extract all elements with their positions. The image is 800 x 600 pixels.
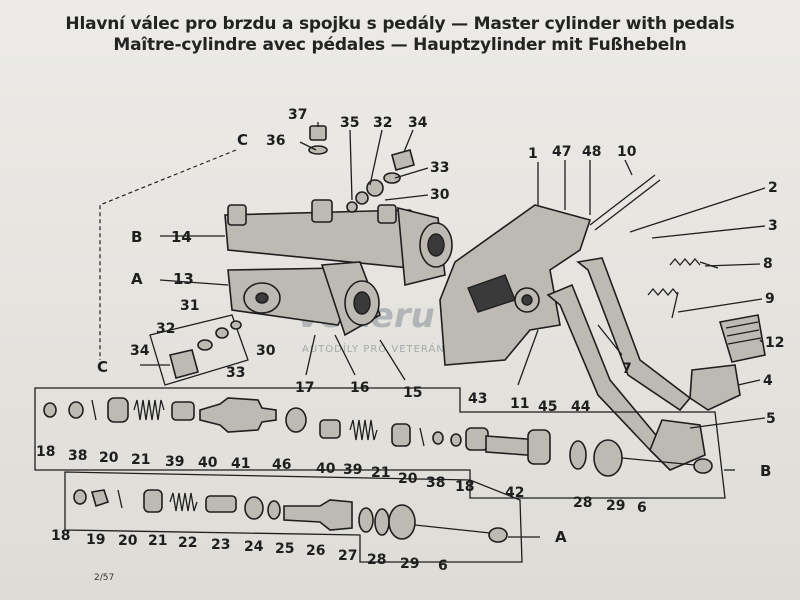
callout: 39 (343, 462, 362, 478)
callout: 29 (606, 498, 625, 514)
callout: 18 (36, 444, 55, 460)
watermark-tagline: AUTODÍLY PRO VETERÁNY (302, 342, 452, 355)
callout: 43 (468, 391, 487, 407)
c-group-parts (149, 314, 249, 386)
callout: 20 (118, 533, 138, 549)
callout: 38 (68, 448, 87, 464)
callout: 18 (455, 479, 474, 495)
callout: 10 (617, 144, 637, 160)
return-springs (647, 257, 719, 319)
title-line-2: Maître-cylindre avec pédales — Hauptzyli… (113, 35, 687, 55)
label-c-top: C (237, 131, 248, 149)
label-a-top: A (131, 270, 143, 288)
row-b-tray (34, 387, 726, 499)
callout: 18 (51, 528, 70, 544)
callout: 21 (131, 452, 150, 468)
callout: 48 (582, 144, 601, 160)
upper-small-parts (308, 125, 415, 213)
callout: 40 (316, 461, 336, 477)
row-b-callouts: 18 38 20 21 39 40 41 46 40 39 21 20 38 1… (36, 391, 647, 516)
callout: 46 (272, 457, 291, 473)
callout: 30 (256, 343, 276, 359)
callout: 40 (198, 455, 218, 471)
callout: 6 (637, 500, 647, 516)
pedal-bracket (439, 174, 661, 366)
callout: 9 (765, 291, 775, 307)
callout: 25 (275, 541, 294, 557)
callout: 22 (178, 535, 197, 551)
row-a-callouts: 18 19 20 21 22 23 24 25 26 27 28 29 6 (51, 528, 448, 574)
callout: 7 (622, 361, 632, 377)
callout: 37 (288, 107, 307, 123)
callout: 34 (408, 115, 428, 131)
callout: 32 (373, 115, 392, 131)
callout: 30 (430, 187, 450, 203)
callout: 32 (156, 321, 175, 337)
callout: 20 (398, 471, 418, 487)
callout: 39 (165, 454, 184, 470)
clutch-pedal (546, 283, 706, 471)
callout: 29 (400, 556, 419, 572)
label-a-top-num: 13 (173, 270, 194, 288)
leader-lines (140, 122, 766, 538)
callout: 4 (763, 373, 773, 389)
callout: 19 (86, 532, 105, 548)
callout: 21 (371, 465, 390, 481)
callout: 27 (338, 548, 357, 564)
callout: 6 (438, 558, 448, 574)
title-line-1: Hlavní válec pro brzdu a spojku s pedály… (65, 14, 735, 34)
callout: 33 (430, 160, 449, 176)
callout: 45 (538, 399, 557, 415)
callout: 1 (528, 146, 538, 162)
callout: 15 (403, 385, 422, 401)
row-b-parts (43, 397, 713, 477)
label-b-right: B (760, 462, 771, 480)
corner-mark: 2/57 (94, 573, 114, 583)
callout: 36 (266, 133, 285, 149)
callout: 3 (768, 218, 778, 234)
callout: 33 (226, 365, 245, 381)
callout: 21 (148, 533, 167, 549)
callout: 24 (244, 539, 264, 555)
upper-callouts: 37 36 35 32 34 33 30 1 47 48 10 2 3 8 9 … (130, 107, 784, 427)
brake-pedal (576, 257, 741, 412)
label-a-right: A (555, 528, 567, 546)
callout: 5 (766, 411, 776, 427)
row-a-parts (73, 489, 508, 543)
callout: 44 (571, 399, 591, 415)
callout: 23 (211, 537, 230, 553)
callout: 20 (99, 450, 119, 466)
callout: 38 (426, 475, 445, 491)
callout: 26 (306, 543, 325, 559)
callout: 35 (340, 115, 359, 131)
callout: 11 (510, 396, 529, 412)
callout: 12 (765, 335, 784, 351)
callout: 31 (180, 298, 199, 314)
callout: 47 (552, 144, 571, 160)
callout: 34 (130, 343, 150, 359)
label-c-left: C (97, 358, 108, 376)
callout: 17 (295, 380, 314, 396)
callout: 16 (350, 380, 369, 396)
row-a-tray (64, 471, 523, 563)
callout: 28 (367, 552, 386, 568)
pedal-pad-12 (718, 314, 766, 363)
callout: 8 (763, 256, 773, 272)
callout: 42 (505, 485, 524, 501)
master-cylinder-b (224, 199, 453, 287)
callout: 41 (231, 456, 250, 472)
label-b-top-num: 14 (171, 228, 192, 246)
label-b-top: B (131, 228, 142, 246)
callout: 2 (768, 180, 778, 196)
callout: 28 (573, 495, 592, 511)
master-cylinder-a (227, 261, 381, 337)
